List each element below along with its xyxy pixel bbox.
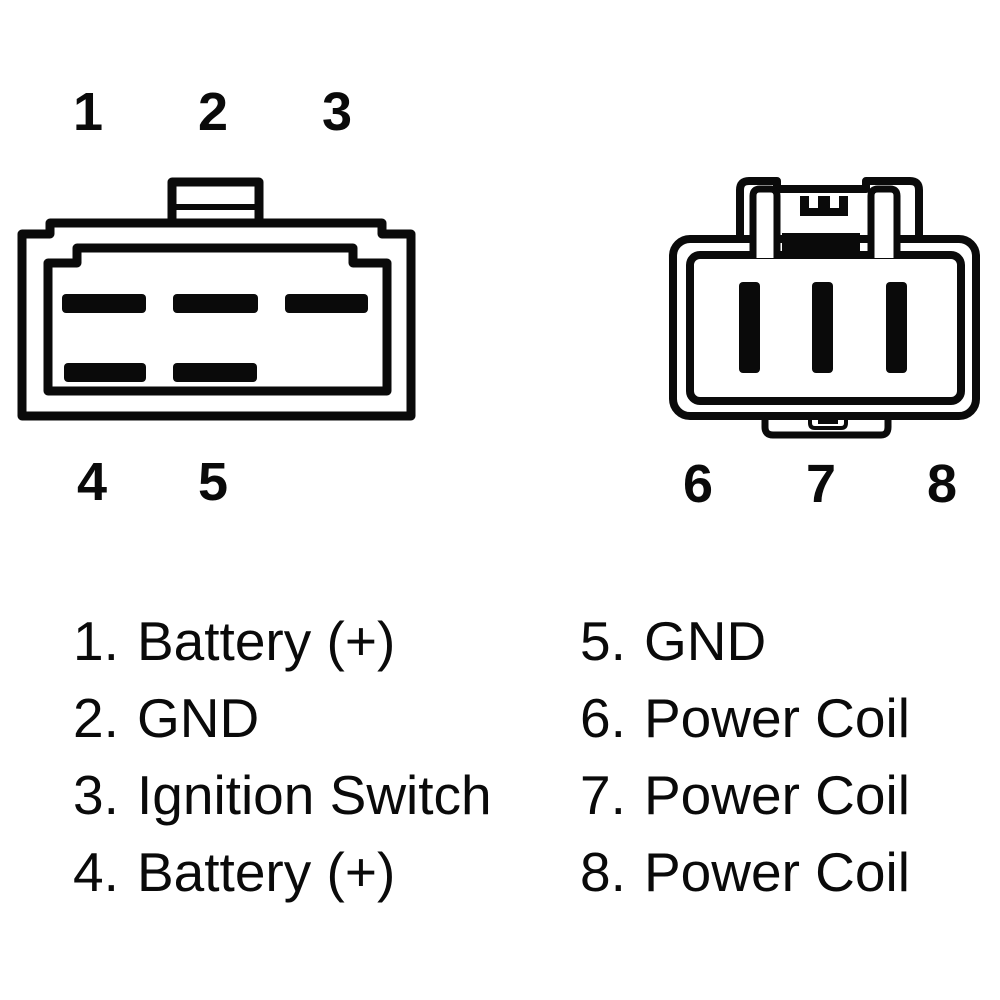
legend-row-3: 3. Ignition Switch — [73, 757, 492, 834]
pin-label-1: 1 — [72, 82, 104, 142]
pin-slot-8 — [886, 282, 907, 373]
key-notch-fill — [818, 413, 838, 424]
pin-label-6: 6 — [682, 454, 714, 514]
pin-slot-1 — [62, 294, 146, 313]
legend-label: GND — [644, 610, 767, 672]
legend-number: 7. — [580, 764, 626, 826]
legend-label: Battery (+) — [137, 610, 396, 672]
pin-slot-5 — [173, 363, 257, 382]
legend-left-column: 1. Battery (+) 2. GND 3. Ignition Switch 4.… — [73, 603, 492, 911]
legend-label: Ignition Switch — [137, 764, 492, 826]
connector-a-diagram — [17, 177, 416, 421]
pin-slot-3 — [285, 294, 368, 313]
ear-channel-left — [749, 185, 781, 258]
pin-label-5: 5 — [197, 452, 229, 512]
legend-row-8: 8. Power Coil — [580, 834, 910, 911]
legend-number: 2. — [73, 687, 119, 749]
legend-number: 8. — [580, 841, 626, 903]
pin-label-2: 2 — [197, 82, 229, 142]
legend-right-column: 5. GND 6. Power Coil 7. Power Coil 8. Power … — [580, 603, 910, 911]
legend-row-7: 7. Power Coil — [580, 757, 910, 834]
legend-label: GND — [137, 687, 260, 749]
connector-a-inner-housing — [43, 243, 392, 396]
legend-label: Power Coil — [644, 687, 910, 749]
ear-channel-right — [867, 185, 901, 258]
pin-label-7: 7 — [805, 454, 837, 514]
key-notch-outline — [808, 416, 848, 430]
legend-label: Battery (+) — [137, 841, 396, 903]
pin-label-8: 8 — [926, 454, 958, 514]
pin-slot-6 — [739, 282, 760, 373]
pin-slot-7 — [812, 282, 833, 373]
legend-label: Power Coil — [644, 764, 910, 826]
pin-label-4: 4 — [76, 452, 108, 512]
legend-row-4: 4. Battery (+) — [73, 834, 492, 911]
pin-slot-4 — [64, 363, 146, 382]
legend-row-5: 5. GND — [580, 603, 910, 680]
legend-number: 1. — [73, 610, 119, 672]
connector-b-diagram — [669, 177, 980, 439]
legend-number: 6. — [580, 687, 626, 749]
legend-number: 4. — [73, 841, 119, 903]
legend-number: 3. — [73, 764, 119, 826]
legend-number: 5. — [580, 610, 626, 672]
latch-bridge-bar — [782, 233, 860, 256]
legend-row-2: 2. GND — [73, 680, 492, 757]
pin-slot-2 — [173, 294, 258, 313]
legend-row-6: 6. Power Coil — [580, 680, 910, 757]
pin-label-3: 3 — [321, 82, 353, 142]
legend-label: Power Coil — [644, 841, 910, 903]
connector-a-latch-tab — [167, 177, 264, 228]
latch-button — [800, 196, 848, 216]
legend-row-1: 1. Battery (+) — [73, 603, 492, 680]
